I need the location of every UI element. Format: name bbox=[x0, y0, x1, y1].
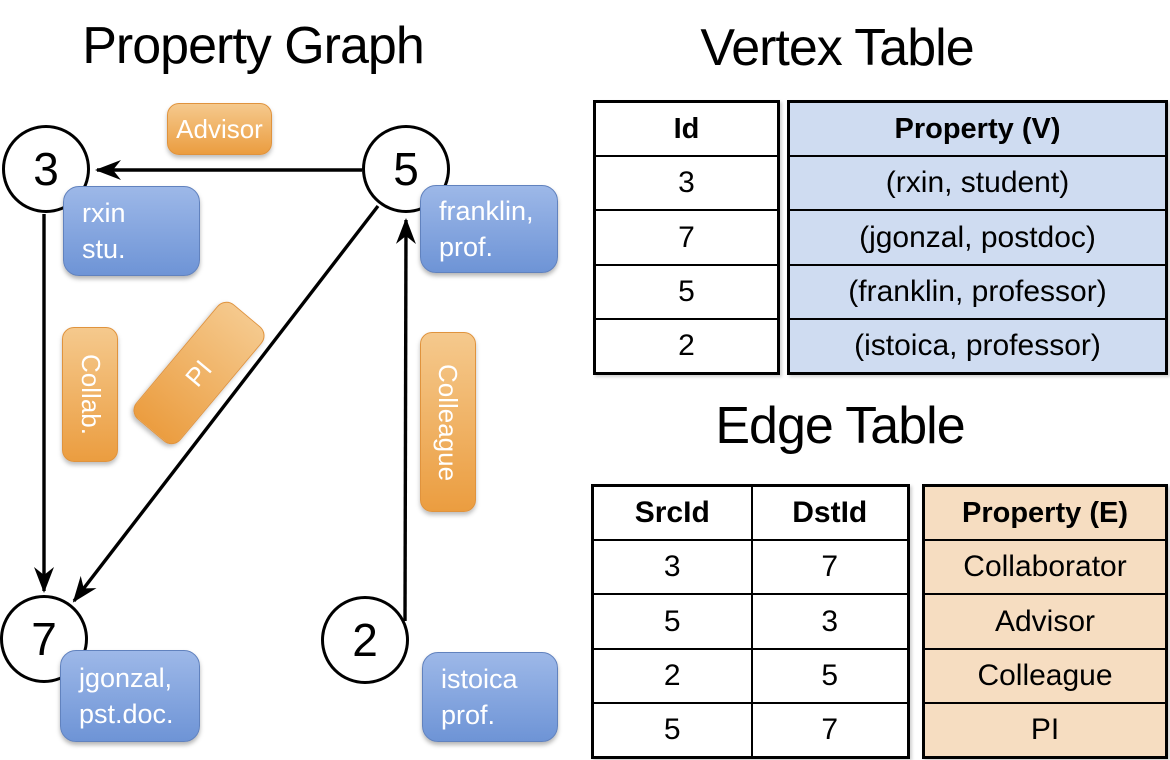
edge-table-src-cell: 5 bbox=[663, 604, 681, 638]
edge-arrow-pi-5-to-7 bbox=[72, 204, 380, 603]
edge-table-srcid-header: SrcId bbox=[634, 496, 710, 530]
edge-label-colleague-text: Colleague bbox=[433, 363, 464, 481]
vertex-table-id-cell: 7 bbox=[596, 209, 777, 263]
edge-table-dst-cell: 3 bbox=[750, 595, 908, 648]
vertex-property-line: jgonzal, bbox=[79, 663, 173, 693]
edge-table-property-cell: Colleague bbox=[925, 647, 1165, 702]
edge-table-id-columns: SrcId DstId 3 7 5 3 2 5 5 7 bbox=[591, 484, 910, 759]
edge-table-dst-cell: 5 bbox=[750, 649, 908, 702]
vertex-property-box-jgonzal: jgonzal, pst.doc. bbox=[60, 650, 200, 742]
edge-table-src-cell: 5 bbox=[663, 712, 681, 746]
edge-table-property-column: Property (E) Collaborator Advisor Collea… bbox=[922, 484, 1168, 759]
vertex-table-id-column: Id 3 7 5 2 bbox=[593, 100, 780, 375]
vertex-property-box-istoica: istoica prof. bbox=[422, 652, 558, 742]
edge-table-property-cell: Advisor bbox=[925, 593, 1165, 647]
edge-table-property-cell: Collaborator bbox=[925, 539, 1165, 593]
vertex-table-property-column: Property (V) (rxin, student) (jgonzal, p… bbox=[787, 100, 1168, 375]
edge-table-dst-cell: 7 bbox=[750, 541, 908, 594]
property-graph-title: Property Graph bbox=[82, 17, 425, 75]
edge-table-property-header: Property (E) bbox=[962, 496, 1128, 529]
vertex-table-id-cell: 3 bbox=[596, 155, 777, 209]
vertex-circle-5: 5 bbox=[362, 125, 450, 213]
vertex-table-property-header: Property (V) bbox=[894, 112, 1061, 145]
edge-table-row: 3 7 bbox=[594, 539, 908, 594]
edge-table-row: 5 7 bbox=[594, 701, 908, 757]
property-graph-panel: Property Graph 3 5 7 2 rxin stu. frankli… bbox=[0, 17, 558, 742]
vertex-table-property-cell: (rxin, student) bbox=[790, 155, 1165, 209]
edge-arrow-colleague-2-to-5 bbox=[395, 218, 416, 622]
edge-table-dst-cell: 7 bbox=[750, 703, 908, 757]
tables-panel: Vertex Table Id 3 7 5 2 Property (V) (rx… bbox=[585, 0, 1170, 760]
edge-label-pi-text: PI bbox=[179, 353, 219, 392]
edge-table-header-row: SrcId DstId bbox=[594, 487, 908, 540]
edge-table-property-cell: PI bbox=[925, 701, 1165, 756]
vertex-property-line: istoica bbox=[441, 664, 518, 694]
edge-table-title: Edge Table bbox=[715, 397, 965, 455]
edge-table-row: 5 3 bbox=[594, 593, 908, 648]
edge-label-collab-text: Collab. bbox=[75, 354, 106, 435]
vertex-property-line: franklin, bbox=[439, 196, 534, 226]
vertex-property-line: prof. bbox=[441, 700, 496, 730]
edge-table-row: 2 5 bbox=[594, 647, 908, 702]
edge-table-src-cell: 2 bbox=[663, 658, 681, 692]
vertex-circle-2: 2 bbox=[321, 596, 409, 684]
vertex-property-line: pst.doc. bbox=[79, 699, 174, 729]
edge-label-advisor: Advisor bbox=[167, 103, 272, 155]
vertex-table-id-cell: 2 bbox=[596, 317, 777, 372]
vertex-property-box-franklin: franklin, prof. bbox=[420, 185, 558, 273]
vertex-property-line: stu. bbox=[82, 234, 126, 264]
vertex-table-id-cell: 5 bbox=[596, 263, 777, 318]
vertex-table-id-header: Id bbox=[673, 112, 700, 145]
vertex-table-property-cell: (franklin, professor) bbox=[790, 263, 1165, 318]
edge-table-src-cell: 3 bbox=[663, 550, 681, 584]
vertex-property-line: rxin bbox=[82, 198, 126, 228]
edge-label-collab: Collab. bbox=[62, 327, 118, 462]
edge-label-colleague: Colleague bbox=[420, 332, 476, 512]
vertex-table-property-cell: (jgonzal, postdoc) bbox=[790, 209, 1165, 263]
vertex-table-property-cell: (istoica, professor) bbox=[790, 317, 1165, 372]
vertex-table-title: Vertex Table bbox=[700, 19, 974, 77]
graph-edges-layer bbox=[34, 160, 416, 622]
vertex-property-line: prof. bbox=[439, 232, 494, 262]
vertex-property-box-rxin: rxin stu. bbox=[63, 186, 200, 276]
edge-table-dstid-header: DstId bbox=[750, 487, 908, 540]
